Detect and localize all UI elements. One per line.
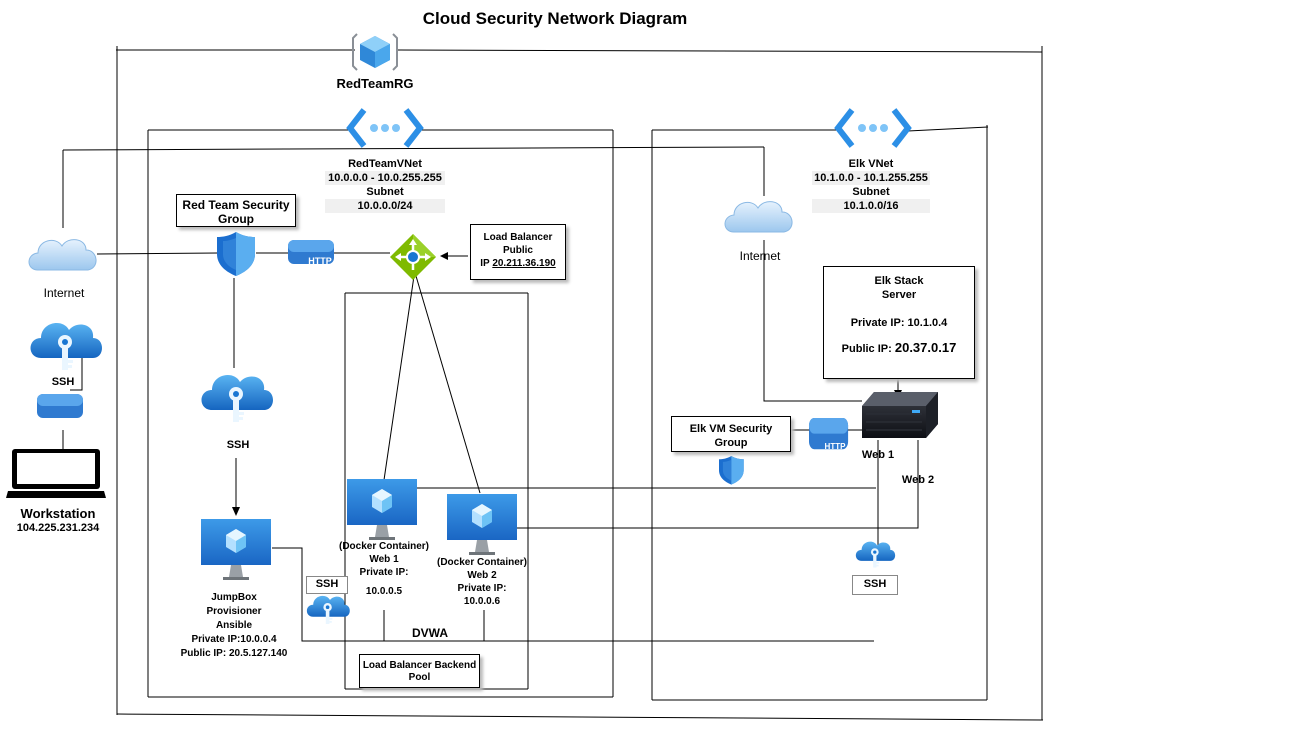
ssh-key-cloud-center-icon (201, 375, 273, 422)
web1-label: (Docker Container) Web 1 Private IP: 10.… (336, 540, 432, 598)
redteam-vnet-name: RedTeamVNet (348, 158, 422, 170)
diagram-title: Cloud Security Network Diagram (422, 9, 688, 28)
internet-cloud-right-icon (724, 201, 793, 233)
web2-vm-icon (447, 494, 517, 555)
elk-nsg-line1: Elk VM Security (689, 423, 773, 435)
connectors (62, 146, 919, 642)
resource-group-label: RedTeamRG (336, 76, 414, 91)
elk-web2-label: Web 2 (901, 474, 935, 486)
http-tag-right-label: HTTP (824, 442, 846, 451)
elk-web1-label: Web 1 (861, 449, 895, 461)
elk-subnet-label: Subnet (852, 186, 890, 198)
jumpbox-label: JumpBox Provisioner Ansible Private IP:1… (176, 591, 292, 661)
ssh-key-cloud-right-icon (855, 541, 896, 568)
elk-server-public-ip-line: Public IP: 20.37.0.17 (824, 341, 974, 356)
load-balancer-ip-line: IP 20.211.36.190 (471, 257, 565, 270)
jumpbox-line3: Ansible (215, 620, 253, 631)
jumpbox-line4: Private IP:10.0.0.4 (191, 634, 277, 645)
redteam-subnet-value: 10.0.0.0/24 (325, 199, 445, 213)
redteam-vnet-icon (350, 110, 420, 146)
elk-server-line2: Server (881, 289, 917, 301)
load-balancer-icon (390, 234, 436, 280)
load-balancer-box: Load Balancer Public IP 20.211.36.190 (470, 224, 566, 280)
ssh-key-cloud-mid-icon (306, 595, 350, 624)
ssh-left-label: SSH (51, 376, 75, 388)
workstation-name: Workstation (20, 506, 96, 521)
red-team-nsg-line2: Group (218, 212, 254, 226)
http-tag-left-label: HTTP (59, 418, 83, 428)
lb-backend-pool-line1: Load Balancer Backend (362, 660, 477, 671)
lb-backend-pool-line2: Pool (408, 672, 431, 683)
elk-vnet-info: Elk VNet 10.1.0.0 - 10.1.255.255 Subnet … (812, 157, 930, 213)
redteam-vnet-border (147, 129, 614, 698)
elk-vnet-name: Elk VNet (848, 158, 894, 170)
web2-label: (Docker Container) Web 2 Private IP: 10.… (432, 556, 532, 608)
redteam-subnet-label: Subnet (366, 186, 404, 198)
jumpbox-line5: Public IP: 20.5.127.140 (180, 648, 288, 659)
jumpbox-line1: JumpBox (211, 592, 257, 603)
elk-nsg-shield-icon (719, 456, 744, 485)
dvwa-label: DVWA (412, 626, 448, 640)
dvwa-pool-border (344, 292, 529, 690)
ssh-key-cloud-left-icon (30, 323, 102, 370)
http-tag-left-icon (37, 394, 83, 418)
elk-server-line1: Elk Stack (874, 275, 924, 287)
http-tag-center-label: HTTP (308, 256, 332, 266)
red-team-nsg-line1: Red Team Security (182, 198, 290, 212)
resource-group-icon (352, 33, 398, 71)
web1-line1: (Docker Container) (338, 541, 429, 552)
load-balancer-line2: Public (502, 245, 533, 256)
jumpbox-vm-icon (201, 519, 271, 580)
jumpbox-line2: Provisioner (206, 606, 262, 617)
load-balancer-line1: Load Balancer (483, 232, 553, 243)
redteam-vnet-info: RedTeamVNet 10.0.0.0 - 10.0.255.255 Subn… (325, 157, 445, 213)
elk-nsg-box: Elk VM Security Group (671, 416, 791, 452)
elk-vnet-range: 10.1.0.0 - 10.1.255.255 (812, 171, 930, 185)
elk-subnet-value: 10.1.0.0/16 (812, 199, 930, 213)
elk-server-box: Elk Stack Server Private IP: 10.1.0.4 Pu… (823, 266, 975, 379)
elk-server-public-ip: 20.37.0.17 (894, 340, 957, 355)
ssh-mid-box: SSH (306, 576, 348, 594)
red-team-nsg-shield-icon (217, 232, 255, 276)
load-balancer-ip-prefix: IP (480, 258, 493, 269)
lb-backend-pool-box: Load Balancer Backend Pool (359, 654, 480, 688)
web2-line3: Private IP: (457, 583, 507, 594)
red-team-nsg-box: Red Team Security Group (176, 194, 296, 227)
workstation-ip: 104.225.231.234 (16, 522, 100, 534)
ssh-right-box: SSH (852, 575, 898, 595)
load-balancer-ip: 20.211.36.190 (492, 258, 556, 269)
web2-line2: Web 2 (467, 570, 497, 581)
internet-right-label: Internet (739, 249, 781, 263)
web1-line4: 10.0.0.5 (365, 586, 403, 597)
elk-server-private-ip: Private IP: 10.1.0.4 (850, 317, 948, 329)
workstation-laptop-icon (6, 449, 106, 498)
web1-line2: Web 1 (369, 554, 399, 565)
elk-server-icon (862, 392, 938, 438)
arrowheads (232, 252, 902, 516)
web1-line3: Private IP: (359, 567, 409, 578)
redteam-vnet-range: 10.0.0.0 - 10.0.255.255 (325, 171, 445, 185)
internet-cloud-left-icon (28, 239, 97, 271)
web1-vm-icon (347, 479, 417, 540)
internet-left-label: Internet (43, 286, 85, 300)
web2-line1: (Docker Container) (436, 557, 527, 568)
web2-line4: 10.0.0.6 (463, 596, 501, 607)
elk-vnet-icon (838, 110, 908, 146)
resource-group-border (116, 46, 1044, 721)
elk-nsg-line2: Group (714, 437, 748, 449)
elk-server-public-ip-label: Public IP: (841, 343, 895, 355)
elk-vnet-border (651, 125, 989, 701)
ssh-center-label: SSH (226, 439, 250, 451)
